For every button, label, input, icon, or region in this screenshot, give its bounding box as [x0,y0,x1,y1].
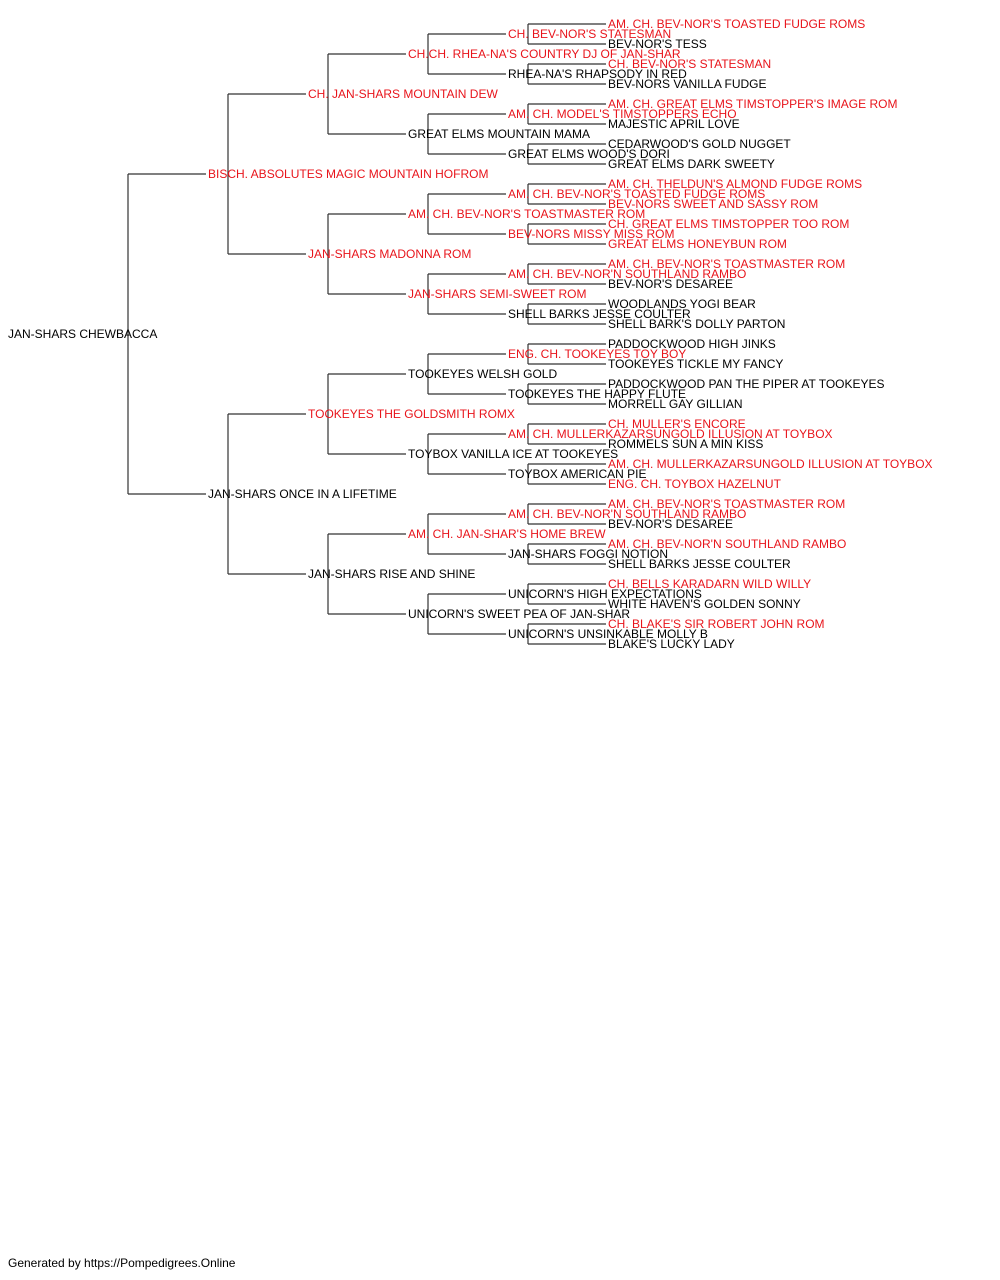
gg-grandparent-sire-name[interactable]: AM. CH. MULLERKAZARSUNGOLD ILLUSION AT T… [508,427,833,441]
great-grandparent-dam-name[interactable]: JAN-SHARS SEMI-SWEET ROM [408,287,586,301]
ggg-grandparent-dam-name[interactable]: BEV-NOR'S TESS [608,37,707,51]
ggg-grandparent-sire-name[interactable]: AM. CH. BEV-NOR'S TOASTMASTER ROM [608,497,845,511]
ggg-grandparent-sire-name[interactable]: CH. GREAT ELMS TIMSTOPPER TOO ROM [608,217,849,231]
ggg-grandparent-dam-name[interactable]: BEV-NOR'S DESAREE [608,277,733,291]
great-grandparent-sire-name[interactable]: AM. CH. BEV-NOR'S TOASTMASTER ROM [408,207,645,221]
gg-grandparent-dam-name[interactable]: UNICORN'S UNSINKABLE MOLLY B [508,627,708,641]
ggg-grandparent-dam-name[interactable]: GREAT ELMS DARK SWEETY [608,157,775,171]
ggg-grandparent-dam-name[interactable]: SHELL BARK'S DOLLY PARTON [608,317,785,331]
ggg-grandparent-sire-name[interactable]: AM. CH. BEV-NOR'S TOASTED FUDGE ROMS [608,17,865,31]
parent-sire-name[interactable]: BISCH. ABSOLUTES MAGIC MOUNTAIN HOFROM [208,167,488,181]
ggg-grandparent-sire-name[interactable]: CH. BLAKE'S SIR ROBERT JOHN ROM [608,617,825,631]
grandparent-dam-name[interactable]: JAN-SHARS MADONNA ROM [308,247,471,261]
great-grandparent-dam-name[interactable]: GREAT ELMS MOUNTAIN MAMA [408,127,590,141]
ggg-grandparent-dam-name[interactable]: BEV-NORS VANILLA FUDGE [608,77,767,91]
grandparent-dam-name[interactable]: JAN-SHARS RISE AND SHINE [308,567,475,581]
gg-grandparent-dam-name[interactable]: BEV-NORS MISSY MISS ROM [508,227,674,241]
ggg-grandparent-dam-name[interactable]: BEV-NOR'S DESAREE [608,517,733,531]
ggg-grandparent-dam-name[interactable]: MAJESTIC APRIL LOVE [608,117,740,131]
ggg-grandparent-dam-name[interactable]: SHELL BARKS JESSE COULTER [608,557,791,571]
ggg-grandparent-sire-name[interactable]: PADDOCKWOOD HIGH JINKS [608,337,776,351]
great-grandparent-sire-name[interactable]: CH.CH. RHEA-NA'S COUNTRY DJ OF JAN-SHAR [408,47,681,61]
ggg-grandparent-sire-name[interactable]: CEDARWOOD'S GOLD NUGGET [608,137,791,151]
ggg-grandparent-sire-name[interactable]: AM. CH. BEV-NOR'S TOASTMASTER ROM [608,257,845,271]
ggg-grandparent-sire-name[interactable]: PADDOCKWOOD PAN THE PIPER AT TOOKEYES [608,377,885,391]
ggg-grandparent-dam-name[interactable]: ROMMELS SUN A MIN KISS [608,437,763,451]
ggg-grandparent-dam-name[interactable]: ENG. CH. TOYBOX HAZELNUT [608,477,782,491]
pedigree-labels: JAN-SHARS CHEWBACCA BISCH. ABSOLUTES MAGI… [8,17,933,651]
gg-grandparent-sire-name[interactable]: AM. CH. BEV-NOR'S TOASTED FUDGE ROMS [508,187,765,201]
gg-grandparent-dam-name[interactable]: TOYBOX AMERICAN PIE [508,467,646,481]
gg-grandparent-dam-name[interactable]: SHELL BARKS JESSE COULTER [508,307,691,321]
subject-name[interactable]: JAN-SHARS CHEWBACCA [8,327,157,341]
ggg-grandparent-dam-name[interactable]: BEV-NORS SWEET AND SASSY ROM [608,197,818,211]
gg-grandparent-dam-name[interactable]: TOOKEYES THE HAPPY FLUTE [508,387,686,401]
gg-grandparent-sire-name[interactable]: AM. CH. BEV-NOR'N SOUTHLAND RAMBO [508,267,746,281]
pedigree-connectors [127,23,606,645]
ggg-grandparent-sire-name[interactable]: CH. MULLER'S ENCORE [608,417,746,431]
ggg-grandparent-sire-name[interactable]: CH. BELLS KARADARN WILD WILLY [608,577,811,591]
ggg-grandparent-sire-name[interactable]: AM. CH. GREAT ELMS TIMSTOPPER'S IMAGE RO… [608,97,897,111]
ggg-grandparent-sire-name[interactable]: AM. CH. BEV-NOR'N SOUTHLAND RAMBO [608,537,846,551]
grandparent-sire-name[interactable]: CH. JAN-SHARS MOUNTAIN DEW [308,87,498,101]
ggg-grandparent-dam-name[interactable]: MORRELL GAY GILLIAN [608,397,743,411]
ggg-grandparent-sire-name[interactable]: CH. BEV-NOR'S STATESMAN [608,57,771,71]
gg-grandparent-sire-name[interactable]: CH. BEV-NOR'S STATESMAN [508,27,671,41]
parent-dam-name[interactable]: JAN-SHARS ONCE IN A LIFETIME [208,487,397,501]
gg-grandparent-sire-name[interactable]: ENG. CH. TOOKEYES TOY BOY [508,347,686,361]
gg-grandparent-dam-name[interactable]: GREAT ELMS WOOD'S DORI [508,147,670,161]
gg-grandparent-dam-name[interactable]: JAN-SHARS FOGGI NOTION [508,547,668,561]
great-grandparent-dam-name[interactable]: TOYBOX VANILLA ICE AT TOOKEYES [408,447,618,461]
ggg-grandparent-dam-name[interactable]: TOOKEYES TICKLE MY FANCY [608,357,783,371]
great-grandparent-dam-name[interactable]: UNICORN'S SWEET PEA OF JAN-SHAR [408,607,630,621]
ggg-grandparent-sire-name[interactable]: AM. CH. THELDUN'S ALMOND FUDGE ROMS [608,177,862,191]
grandparent-sire-name[interactable]: TOOKEYES THE GOLDSMITH ROMX [308,407,515,421]
great-grandparent-sire-name[interactable]: AM. CH. JAN-SHAR'S HOME BREW [408,527,606,541]
ggg-grandparent-sire-name[interactable]: WOODLANDS YOGI BEAR [608,297,756,311]
ggg-grandparent-dam-name[interactable]: WHITE HAVEN'S GOLDEN SONNY [608,597,801,611]
ggg-grandparent-dam-name[interactable]: GREAT ELMS HONEYBUN ROM [608,237,787,251]
gg-grandparent-sire-name[interactable]: AM. CH. MODEL'S TIMSTOPPERS ECHO [508,107,737,121]
generated-by-footer: Generated by https://Pompedigrees.Online [8,1256,236,1270]
gg-grandparent-sire-name[interactable]: AM. CH. BEV-NOR'N SOUTHLAND RAMBO [508,507,746,521]
ggg-grandparent-sire-name[interactable]: AM. CH. MULLERKAZARSUNGOLD ILLUSION AT T… [608,457,933,471]
gg-grandparent-dam-name[interactable]: RHEA-NA'S RHAPSODY IN RED [508,67,687,81]
gg-grandparent-sire-name[interactable]: UNICORN'S HIGH EXPECTATIONS [508,587,702,601]
great-grandparent-sire-name[interactable]: TOOKEYES WELSH GOLD [408,367,557,381]
ggg-grandparent-dam-name[interactable]: BLAKE'S LUCKY LADY [608,637,735,651]
